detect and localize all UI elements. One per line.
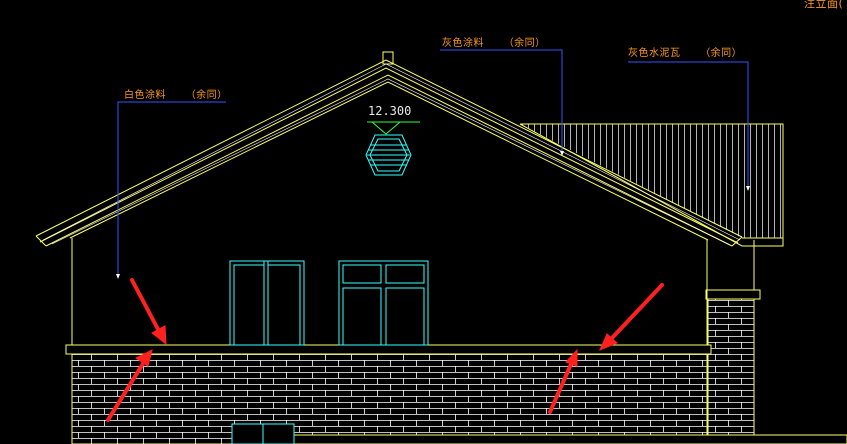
callout-grey-cement-tile: 灰色水泥瓦 （余同） [628, 44, 742, 59]
gable-roof-inner [42, 63, 741, 245]
leader-lines [117, 49, 749, 278]
bottom-opening [231, 423, 847, 444]
floor-ledge [65, 344, 712, 355]
callout-grey-paint-material: 灰色涂料 [442, 38, 484, 49]
callout-grey-paint: 灰色涂料 （余同） [442, 34, 546, 49]
red-arrows [106, 278, 664, 422]
gable-roof [35, 51, 743, 247]
brick-plinth [71, 353, 708, 444]
drawing-title-fragment: 注立面( [804, 0, 844, 10]
callout-grey-paint-note: （余同） [503, 38, 546, 49]
elevation-marker [367, 121, 420, 135]
side-roof-tiles [519, 123, 784, 247]
leader-arrowheads [116, 151, 750, 279]
callout-white-paint-note: （余同） [185, 90, 228, 101]
hexagon-vent [365, 134, 412, 176]
window-left [229, 260, 305, 346]
callout-white-paint-material: 白色涂料 [124, 90, 166, 101]
window-right [338, 260, 429, 346]
callout-grey-cement-tile-material: 灰色水泥瓦 [628, 48, 681, 59]
upper-wall-outline [71, 238, 755, 345]
elevation-value: 12.300 [368, 104, 412, 118]
side-annex-brick [705, 289, 761, 444]
callout-white-paint: 白色涂料 （余同） [124, 86, 228, 101]
callout-grey-cement-tile-note: （余同） [700, 48, 743, 59]
